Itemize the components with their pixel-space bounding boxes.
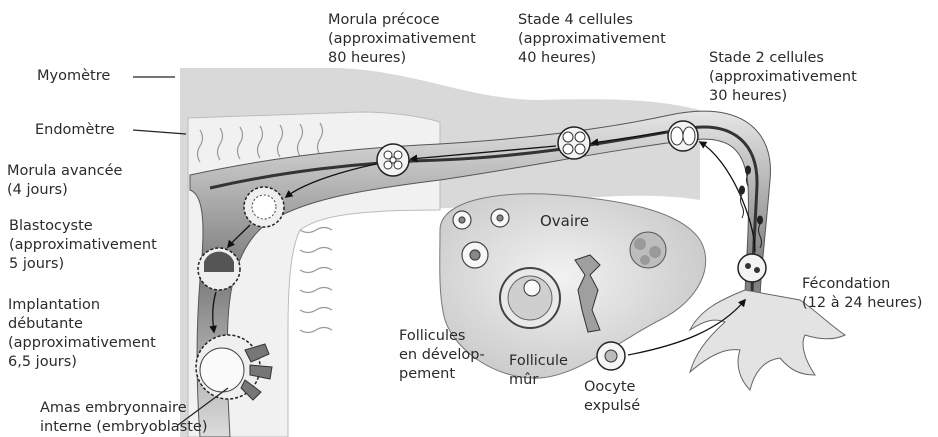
two-cell-stage bbox=[668, 121, 698, 151]
blastocyst bbox=[198, 248, 240, 290]
label-ovaire: Ovaire bbox=[540, 212, 589, 231]
early-morula bbox=[377, 144, 409, 176]
mature-follicle bbox=[500, 268, 560, 328]
label-morula-avancee: Morula avancée(4 jours) bbox=[7, 162, 122, 200]
expelled-oocyte bbox=[597, 342, 625, 370]
label-myometre: Myomètre bbox=[37, 67, 110, 86]
advanced-morula bbox=[244, 187, 284, 227]
four-cell-stage bbox=[558, 127, 590, 159]
label-fecondation: Fécondation(12 à 24 heures) bbox=[802, 275, 922, 313]
corpus-luteum bbox=[630, 232, 666, 268]
label-endometre: Endomètre bbox=[35, 121, 115, 140]
fertilization-zygote bbox=[738, 254, 766, 282]
